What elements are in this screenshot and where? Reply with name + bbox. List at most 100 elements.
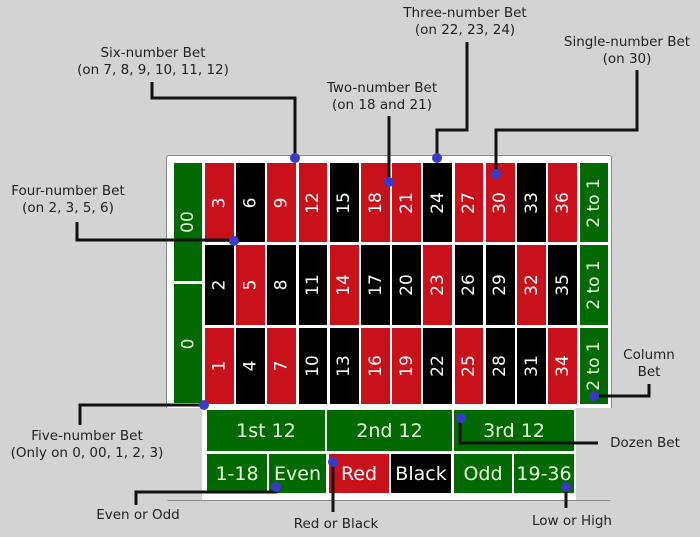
number-cell-8[interactable]: 8	[267, 245, 297, 325]
number-cell-5[interactable]: 5	[236, 245, 266, 325]
outside-bet-red-label: Red	[340, 462, 378, 485]
number-cell-19[interactable]: 19	[392, 328, 422, 404]
number-cell-36-label: 36	[552, 191, 573, 214]
number-cell-1-label: 1	[209, 360, 230, 372]
number-cell-23-label: 23	[427, 274, 448, 296]
number-cell-17-label: 17	[365, 274, 386, 296]
number-cell-28[interactable]: 28	[485, 328, 515, 404]
outside-bet-19-36[interactable]: 19-36	[514, 454, 574, 493]
number-cell-21[interactable]: 21	[392, 163, 422, 242]
number-cell-23[interactable]: 23	[423, 245, 453, 325]
number-cell-22-label: 22	[427, 355, 448, 377]
cell-0-label: 0	[177, 338, 198, 349]
number-cell-9-label: 9	[271, 197, 292, 208]
label-three-number-bet: Three-number Bet (on 22, 23, 24)	[403, 5, 527, 38]
number-cell-24-label: 24	[427, 191, 448, 214]
dozen-bet-2-label: 2nd 12	[356, 419, 423, 442]
number-cell-31-label: 31	[521, 355, 542, 377]
number-cell-16[interactable]: 16	[361, 328, 390, 404]
number-cell-18-label: 18	[365, 191, 386, 214]
outside-bet-red[interactable]: Red	[329, 454, 389, 493]
dozen-bet-1[interactable]: 1st 12	[207, 410, 325, 451]
column-bet-3[interactable]: 2 to 1	[580, 328, 608, 404]
number-cell-28-label: 28	[490, 355, 511, 377]
outside-bet-1-18-label: 1-18	[215, 462, 259, 485]
number-cell-19-label: 19	[396, 355, 417, 377]
number-cell-4[interactable]: 4	[236, 328, 266, 404]
number-cell-27-label: 27	[459, 191, 480, 214]
number-cell-35-label: 35	[552, 274, 573, 296]
number-cell-29-label: 29	[490, 274, 511, 296]
number-cell-3[interactable]: 3	[205, 163, 234, 242]
number-cell-31[interactable]: 31	[517, 328, 546, 404]
number-cell-30[interactable]: 30	[485, 163, 515, 242]
number-cell-7[interactable]: 7	[267, 328, 297, 404]
number-cell-27[interactable]: 27	[454, 163, 484, 242]
number-cell-12[interactable]: 12	[298, 163, 328, 242]
number-cell-3-label: 3	[209, 197, 230, 208]
outside-bet-even[interactable]: Even	[269, 454, 326, 493]
number-cell-6-label: 6	[240, 197, 261, 208]
dozen-bet-2[interactable]: 2nd 12	[327, 410, 452, 451]
outside-bet-black[interactable]: Black	[391, 454, 451, 493]
number-cell-8-label: 8	[271, 279, 292, 291]
number-cell-33[interactable]: 33	[517, 163, 546, 242]
number-cell-22[interactable]: 22	[423, 328, 453, 404]
column-bet-3-label: 2 to 1	[584, 341, 605, 391]
number-cell-1[interactable]: 1	[205, 328, 234, 404]
number-cell-5-label: 5	[240, 279, 261, 291]
number-cell-10-label: 10	[303, 355, 324, 377]
number-cell-2-label: 2	[209, 279, 230, 291]
number-cell-34[interactable]: 34	[548, 328, 578, 404]
dozen-bet-3-label: 3rd 12	[483, 419, 545, 442]
number-cell-17[interactable]: 17	[361, 245, 390, 325]
number-cell-10[interactable]: 10	[298, 328, 328, 404]
label-six-number-bet: Six-number Bet (on 7, 8, 9, 10, 11, 12)	[77, 45, 229, 78]
column-bet-2-label: 2 to 1	[584, 260, 605, 310]
number-cell-26[interactable]: 26	[454, 245, 484, 325]
number-cell-20[interactable]: 20	[392, 245, 422, 325]
number-cell-25-label: 25	[459, 355, 480, 377]
number-cell-11-label: 11	[303, 274, 324, 296]
number-cell-9[interactable]: 9	[267, 163, 297, 242]
number-cell-16-label: 16	[365, 355, 386, 377]
number-cell-15[interactable]: 15	[329, 163, 359, 242]
outside-bet-1-18[interactable]: 1-18	[207, 454, 267, 493]
label-column-bet: Column Bet	[623, 347, 675, 380]
number-cell-7-label: 7	[271, 360, 292, 372]
number-cell-13-label: 13	[334, 355, 355, 377]
cell-00[interactable]: 00	[174, 163, 202, 281]
label-two-number-bet: Two-number Bet (on 18 and 21)	[326, 80, 438, 113]
number-cell-25[interactable]: 25	[454, 328, 484, 404]
number-cell-36[interactable]: 36	[548, 163, 578, 242]
outside-bet-odd[interactable]: Odd	[454, 454, 512, 493]
number-cell-12-label: 12	[303, 191, 324, 214]
label-four-number-bet: Four-number Bet (on 2, 3, 5, 6)	[11, 183, 125, 216]
number-cell-4-label: 4	[240, 360, 261, 372]
dozen-bet-3[interactable]: 3rd 12	[454, 410, 574, 451]
column-bet-1[interactable]: 2 to 1	[580, 163, 608, 242]
number-cell-21-label: 21	[396, 191, 417, 214]
number-cell-6[interactable]: 6	[236, 163, 266, 242]
number-cell-29[interactable]: 29	[485, 245, 515, 325]
label-red-or-black: Red or Black	[293, 516, 379, 532]
cell-0[interactable]: 0	[174, 284, 202, 403]
label-dozen-bet: Dozen Bet	[610, 435, 680, 451]
column-bet-2[interactable]: 2 to 1	[580, 245, 608, 325]
outside-bet-19-36-label: 19-36	[516, 462, 572, 485]
number-cell-11[interactable]: 11	[298, 245, 328, 325]
outside-bet-black-label: Black	[395, 462, 447, 485]
number-cell-14[interactable]: 14	[329, 245, 359, 325]
number-cell-2[interactable]: 2	[205, 245, 234, 325]
cell-00-label: 00	[177, 211, 198, 233]
number-cell-13[interactable]: 13	[329, 328, 359, 404]
number-cell-32[interactable]: 32	[517, 245, 546, 325]
number-cell-26-label: 26	[459, 274, 480, 296]
number-cell-24[interactable]: 24	[423, 163, 453, 242]
label-low-or-high: Low or High	[531, 513, 612, 529]
table-notch-right	[576, 408, 612, 500]
number-cell-18[interactable]: 18	[361, 163, 390, 242]
number-cell-34-label: 34	[552, 355, 573, 377]
number-cell-35[interactable]: 35	[548, 245, 578, 325]
